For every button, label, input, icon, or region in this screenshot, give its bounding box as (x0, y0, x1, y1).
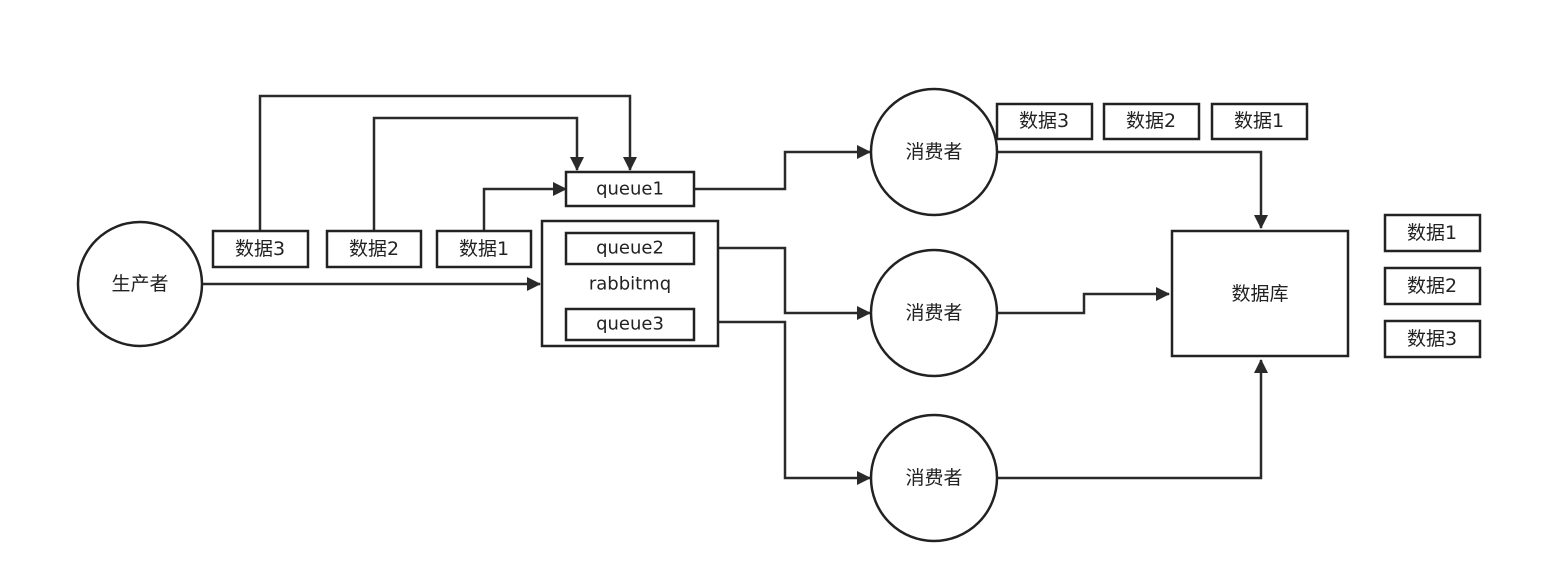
consumer-node-3: 消费者 (869, 413, 999, 543)
consumer-message-data1: 数据1 (1210, 102, 1309, 141)
edge-consumer2-to-database (998, 287, 1170, 315)
stored-message-data2: 数据2 (1383, 266, 1482, 306)
queue1-label: queue1 (596, 179, 664, 200)
queue1-node: queue1 (564, 170, 696, 208)
edge-queue3-to-consumer3 (694, 320, 871, 485)
stored-message-label: 数据2 (1407, 275, 1457, 297)
consumer-message-label: 数据2 (1126, 110, 1176, 132)
producer-message-label: 数据1 (459, 238, 509, 260)
stored-message-data1: 数据1 (1383, 213, 1482, 253)
rabbitmq-label: rabbitmq (589, 274, 671, 295)
producer-message-data2: 数据2 (325, 229, 423, 269)
consumer-message-data2: 数据2 (1102, 102, 1201, 141)
consumer-message-label: 数据3 (1019, 110, 1069, 132)
consumer-label: 消费者 (905, 467, 962, 489)
edge-consumer3-to-database (998, 359, 1268, 480)
edge-queue2-to-consumer2 (694, 246, 871, 320)
connectors (202, 94, 1268, 485)
producer-label: 生产者 (111, 273, 168, 295)
edge-queue1-to-consumer1 (694, 145, 871, 191)
consumer-label: 消费者 (905, 302, 962, 324)
queue3-node: queue3 (564, 307, 696, 342)
producer-message-data3: 数据3 (211, 229, 310, 269)
consumer-node-1: 消费者 (869, 87, 999, 217)
consumer-label: 消费者 (905, 141, 962, 163)
edge-data3-to-queue1 (258, 94, 637, 232)
consumer-message-data3: 数据3 (995, 102, 1094, 141)
edge-data1-to-queue1 (482, 182, 567, 232)
consumer-node-2: 消费者 (869, 248, 999, 378)
database-node: 数据库 (1170, 229, 1350, 358)
consumer-message-label: 数据1 (1234, 110, 1284, 132)
stored-message-data3: 数据3 (1383, 319, 1482, 359)
edge-consumer1-to-database (998, 150, 1268, 229)
producer-message-data1: 数据1 (435, 229, 533, 269)
database-label: 数据库 (1231, 283, 1288, 305)
producer-message-label: 数据2 (349, 238, 399, 260)
producer-message-label: 数据3 (235, 238, 285, 260)
stored-message-label: 数据3 (1407, 328, 1457, 350)
queue2-node: queue2 (564, 231, 696, 266)
producer-node: 生产者 (76, 220, 204, 348)
queue3-label: queue3 (596, 314, 664, 335)
queue2-label: queue2 (596, 238, 664, 259)
stored-message-label: 数据1 (1407, 222, 1457, 244)
edge-data2-to-queue1 (372, 116, 584, 232)
